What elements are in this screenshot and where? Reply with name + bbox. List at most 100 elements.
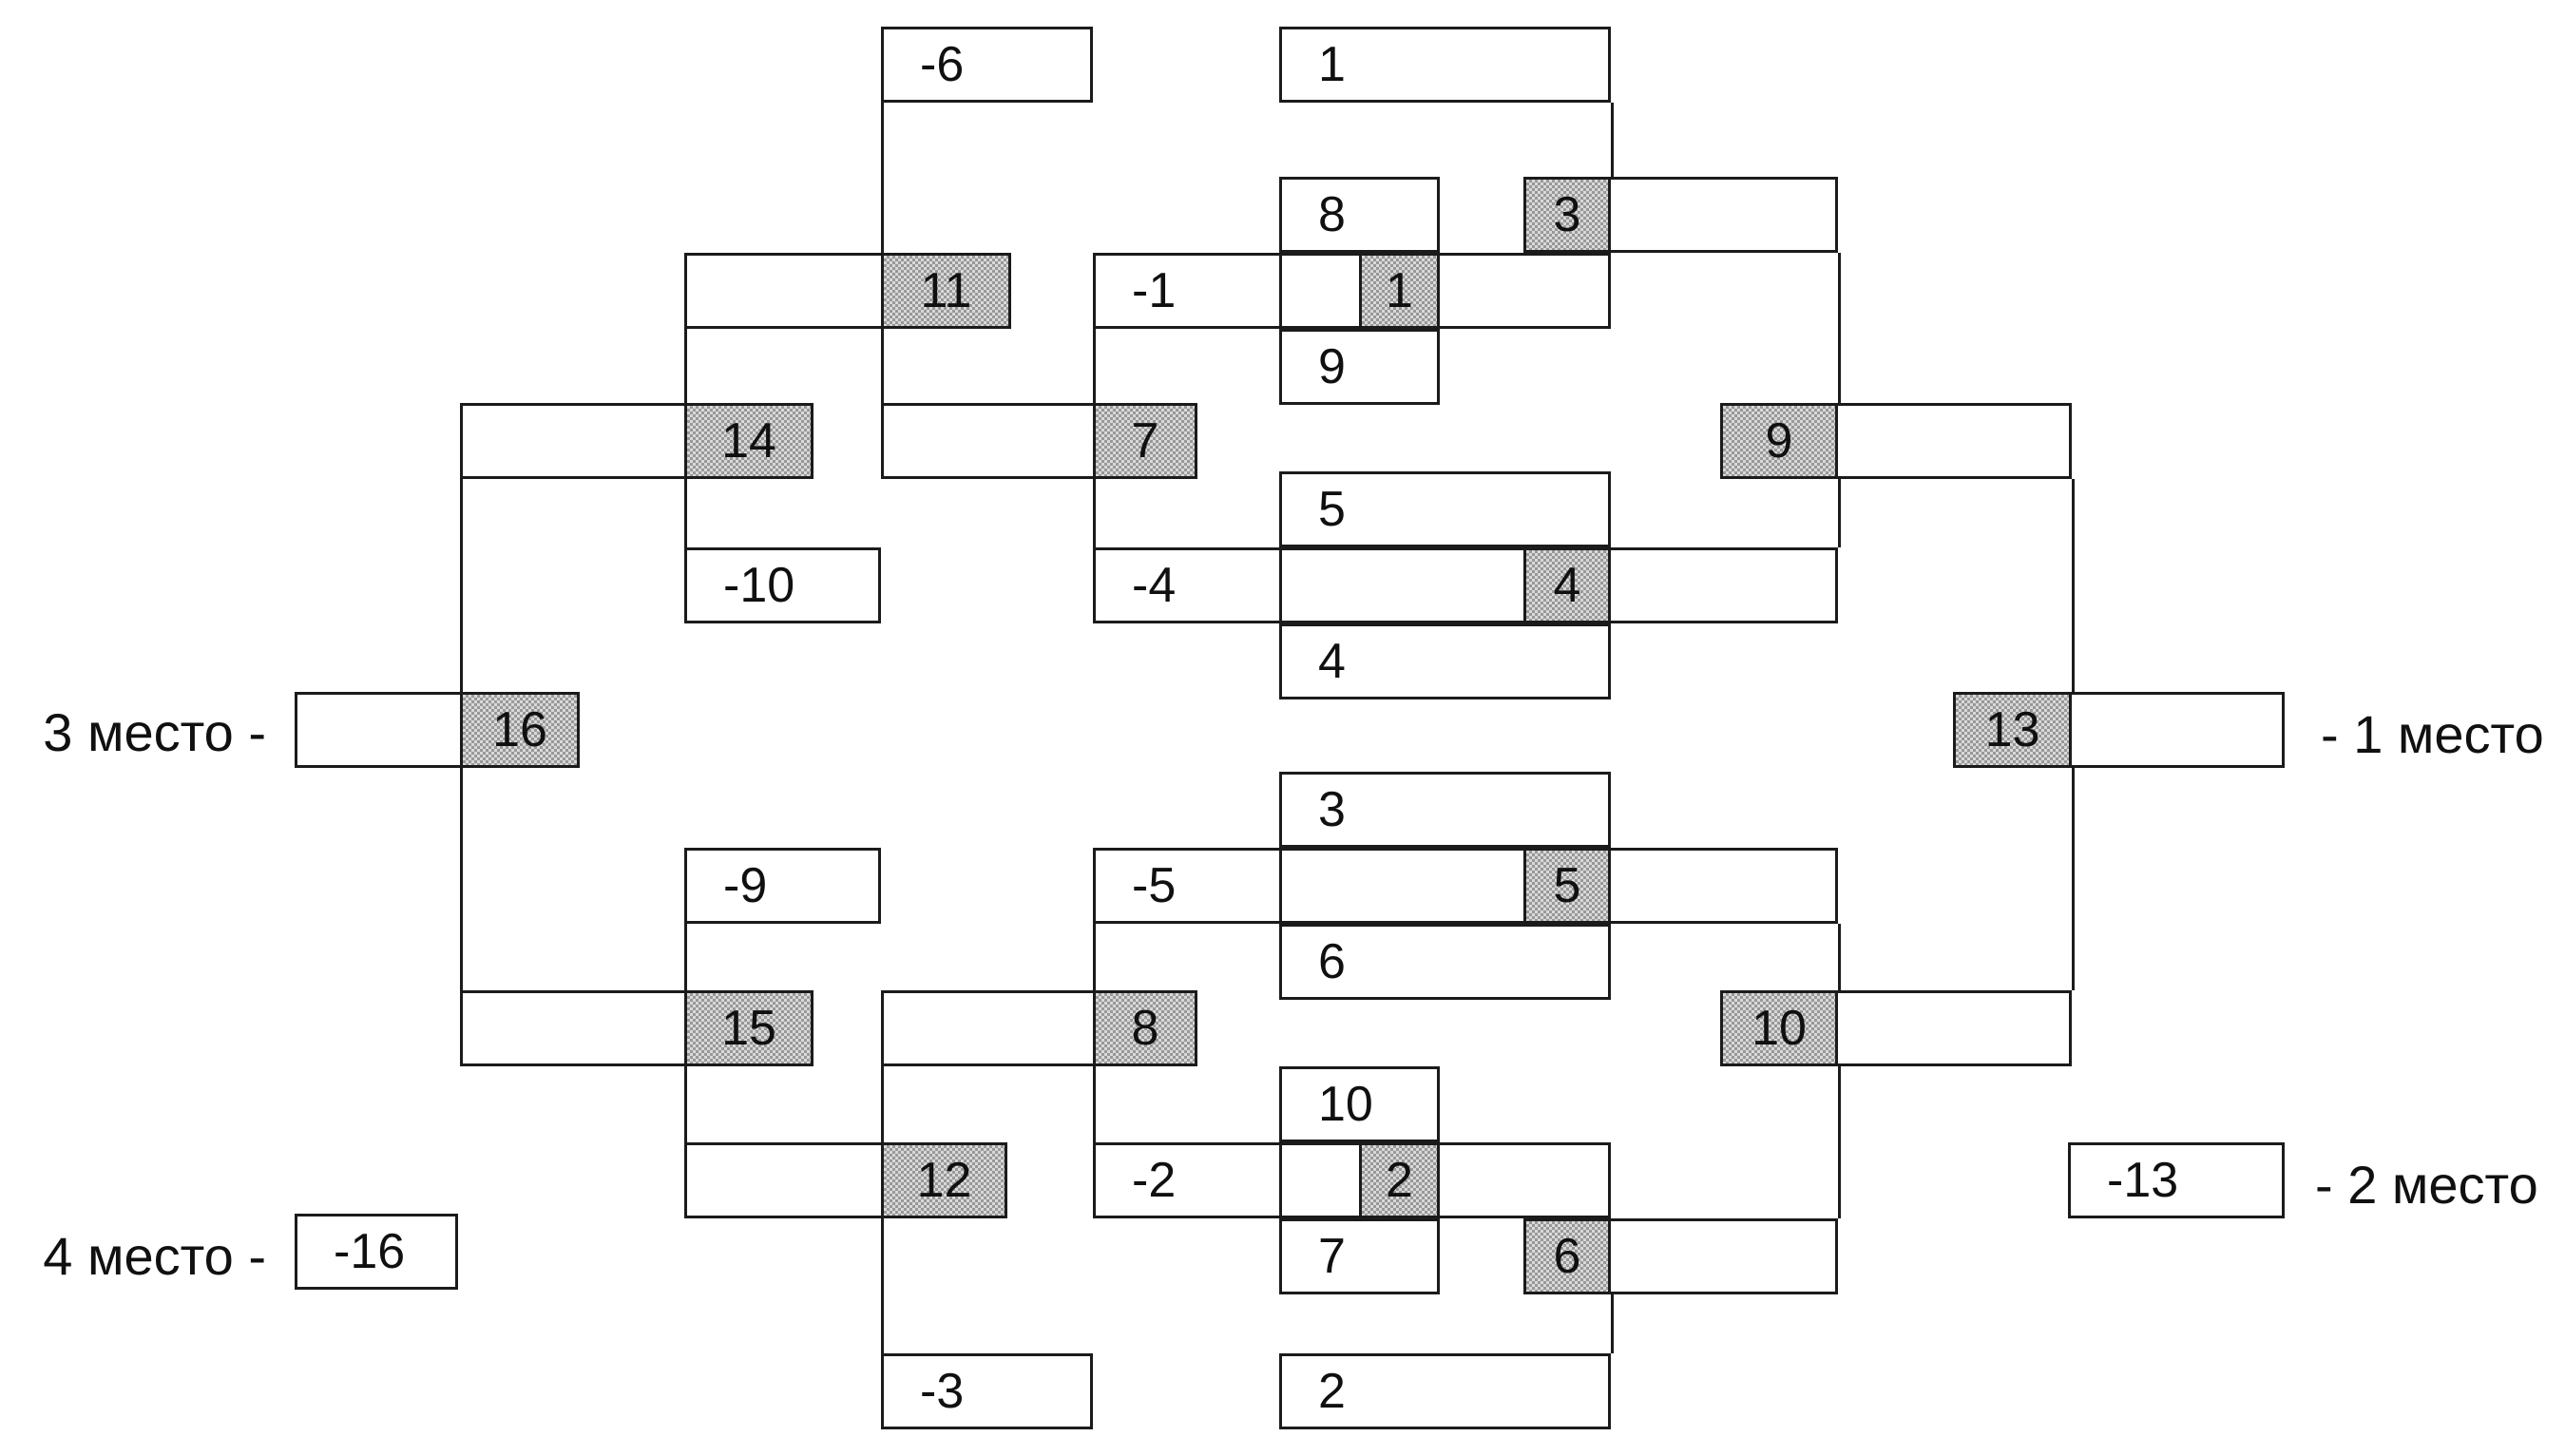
connector-link-cluster5-mid: [1279, 848, 1282, 924]
connector-link-10-to-6: [1838, 1066, 1841, 1218]
box-label-match-11: 11: [920, 263, 972, 318]
match-number-box-match-12: 12: [881, 1142, 1007, 1218]
connector-link-14-16-15: [460, 479, 463, 990]
bracket-box-loser-13-box: -13: [2068, 1142, 2285, 1218]
connector-link-11-to-14: [684, 329, 687, 403]
box-label-match-14: 14: [721, 413, 776, 469]
box-label-match-6: 6: [1553, 1229, 1581, 1284]
bracket-box-loser-2-bar: -2: [1093, 1142, 1611, 1218]
box-label-match-4: 4: [1553, 558, 1581, 613]
connector-link-1-to-3: [1611, 103, 1614, 177]
match-number-box-match-7: 7: [1093, 403, 1197, 479]
match-number-box-match-13: 13: [1953, 692, 2072, 768]
box-label-player-10: 10: [1318, 1077, 1373, 1132]
bracket-box-player-9: 9: [1279, 329, 1440, 405]
connector-link-9-to-neg4: [1838, 479, 1841, 547]
connector-link-13-to-10: [2072, 768, 2075, 990]
match-number-box-match-14: 14: [684, 403, 814, 479]
bracket-box-loser-9-box: -9: [684, 848, 881, 924]
first-place-label: - 1 место: [2321, 704, 2544, 764]
connector-link-8bar-to-12: [881, 1066, 884, 1142]
box-label-match-16: 16: [492, 702, 547, 757]
connector-link-9-to-13: [2072, 479, 2075, 692]
connector-link-8-to-neg2: [1093, 1066, 1096, 1142]
third-place-label: 3 место -: [43, 702, 266, 762]
bracket-box-player-5: 5: [1279, 471, 1611, 547]
connector-link-cluster1-mid: [1279, 253, 1282, 329]
connector-link-6-to-2: [1611, 1294, 1614, 1353]
box-label-loser-3-box: -3: [920, 1364, 965, 1419]
connector-link-cluster4-mid: [1279, 547, 1282, 623]
box-label-match-2: 2: [1386, 1153, 1413, 1208]
match-number-box-match-5: 5: [1523, 848, 1611, 924]
box-label-player-1: 1: [1318, 37, 1346, 92]
match-number-box-match-1: 1: [1359, 253, 1440, 329]
match-number-box-match-8: 8: [1093, 990, 1197, 1066]
bracket-box-loser-10-box: -10: [684, 547, 881, 623]
connector-link-3-to-9: [1838, 253, 1841, 403]
connector-link-neg6-to-11: [881, 103, 884, 253]
box-label-player-7: 7: [1318, 1229, 1346, 1284]
match-number-box-match-2: 2: [1359, 1142, 1440, 1218]
box-label-player-3: 3: [1318, 782, 1346, 837]
bracket-box-loser-4-bar: -4: [1093, 547, 1838, 623]
bracket-box-player-3: 3: [1279, 772, 1611, 848]
match-number-box-match-9: 9: [1720, 403, 1838, 479]
bracket-box-player-10: 10: [1279, 1066, 1440, 1142]
box-label-match-10: 10: [1751, 1001, 1807, 1056]
box-label-loser-9-box: -9: [723, 858, 768, 913]
match-number-box-match-15: 15: [684, 990, 814, 1066]
match-number-box-match-3: 3: [1523, 177, 1611, 253]
second-place-label: - 2 место: [2315, 1155, 2538, 1215]
bracket-box-player-8: 8: [1279, 177, 1440, 253]
connector-link-cluster2-mid: [1279, 1142, 1282, 1218]
connector-link-7-to-neg4: [1093, 479, 1096, 547]
match-number-box-match-6: 6: [1523, 1218, 1611, 1294]
connector-link-neg1-to-7: [1093, 329, 1096, 403]
box-label-loser-10-box: -10: [723, 558, 795, 613]
bracket-box-loser-5-bar: -5: [1093, 848, 1838, 924]
box-label-loser-13-box: -13: [2107, 1153, 2179, 1208]
bracket-box-player-7: 7: [1279, 1218, 1440, 1294]
connector-link-neg5-to-8: [1093, 924, 1096, 990]
bracket-box-player-2: 2: [1279, 1353, 1611, 1429]
bracket-box-player-4: 4: [1279, 623, 1611, 699]
box-label-match-3: 3: [1553, 187, 1581, 242]
box-label-match-8: 8: [1131, 1001, 1159, 1056]
bracket-box-loser-1-bar: -1: [1093, 253, 1611, 329]
box-label-player-4: 4: [1318, 634, 1346, 689]
box-label-match-15: 15: [721, 1001, 776, 1056]
box-label-loser-5-bar: -5: [1132, 858, 1177, 913]
box-label-loser-6: -6: [920, 37, 965, 92]
bracket-box-player-1: 1: [1279, 27, 1611, 103]
bracket-box-loser-16-box: -16: [295, 1214, 458, 1290]
bracket-box-loser-3-box: -3: [881, 1353, 1093, 1429]
box-label-match-9: 9: [1765, 413, 1793, 469]
box-label-match-12: 12: [916, 1153, 972, 1208]
fourth-place-label: 4 место -: [43, 1226, 266, 1286]
connector-link-15-to-12: [684, 1066, 687, 1142]
box-label-match-5: 5: [1553, 858, 1581, 913]
bracket-box-player-6: 6: [1279, 924, 1611, 1000]
box-label-player-9: 9: [1318, 339, 1346, 394]
box-label-match-1: 1: [1386, 263, 1413, 318]
connector-link-12-to-neg3: [881, 1218, 884, 1353]
match-number-box-match-16: 16: [460, 692, 580, 768]
box-label-player-5: 5: [1318, 482, 1346, 537]
box-label-player-6: 6: [1318, 934, 1346, 989]
bracket-box-loser-6: -6: [881, 27, 1093, 103]
box-label-player-8: 8: [1318, 187, 1346, 242]
connector-link-neg9-to-15: [684, 924, 687, 990]
match-number-box-match-4: 4: [1523, 547, 1611, 623]
box-label-loser-1-bar: -1: [1132, 263, 1177, 318]
match-number-box-match-11: 11: [881, 253, 1011, 329]
connector-link-14-to-neg10: [684, 479, 687, 547]
box-label-loser-4-bar: -4: [1132, 558, 1177, 613]
connector-link-neg5-to-10: [1838, 924, 1841, 990]
box-label-loser-2-bar: -2: [1132, 1153, 1177, 1208]
box-label-match-7: 7: [1131, 413, 1159, 469]
connector-link-11-to-7: [881, 329, 884, 403]
box-label-player-2: 2: [1318, 1364, 1346, 1419]
match-number-box-match-10: 10: [1720, 990, 1838, 1066]
